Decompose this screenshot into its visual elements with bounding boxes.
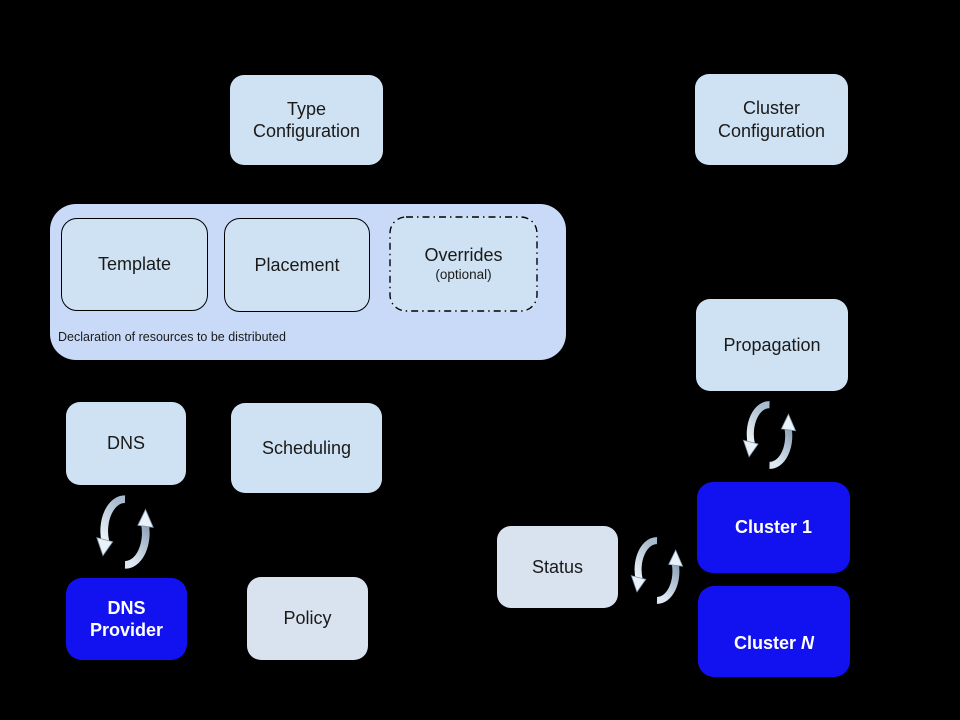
sync-arrows-icon-propagation [741, 398, 798, 472]
node-propagation: Propagation [696, 299, 848, 391]
node-label: Cluster Configuration [717, 98, 826, 141]
arrowhead-scheduling [302, 494, 312, 503]
node-label: DNS [106, 433, 145, 454]
node-overrides: Overrides (optional) [389, 216, 538, 312]
node-label: Overrides (optional) [424, 222, 502, 307]
sync-arrows-icon-dns [92, 492, 158, 572]
overrides-title: Overrides [424, 244, 503, 265]
sync-arrows-icon-status [629, 533, 685, 608]
node-label: Cluster 1 [734, 517, 813, 538]
node-label: Status [531, 556, 584, 577]
arrowhead-propagation-left [686, 340, 695, 350]
node-label: Placement [254, 254, 340, 275]
node-label: Propagation [723, 334, 821, 355]
node-label: DNS Provider [89, 597, 164, 640]
node-status: Status [497, 526, 618, 608]
dashed-connectors-type-configuration [136, 165, 479, 208]
node-dns-provider: DNS Provider [66, 578, 187, 660]
node-label: Scheduling [261, 437, 352, 458]
node-label: Template [97, 254, 172, 275]
cluster-n-suffix: N [801, 632, 814, 653]
node-cluster-configuration: Cluster Configuration [695, 74, 848, 165]
node-type-configuration: Type Configuration [230, 75, 383, 165]
node-placement: Placement [224, 218, 370, 312]
node-label: Type Configuration [252, 98, 361, 141]
overrides-optional-note: (optional) [435, 267, 492, 283]
dash-dot-border [389, 216, 538, 312]
node-cluster-1: Cluster 1 [697, 482, 850, 573]
node-template: Template [61, 218, 208, 311]
node-scheduling: Scheduling [231, 403, 382, 493]
group-caption: Declaration of resources to be distribut… [58, 330, 286, 344]
cluster-n-prefix: Cluster [733, 632, 796, 653]
node-label: Policy [283, 608, 332, 629]
node-policy: Policy [247, 577, 368, 660]
node-dns: DNS [66, 402, 186, 485]
